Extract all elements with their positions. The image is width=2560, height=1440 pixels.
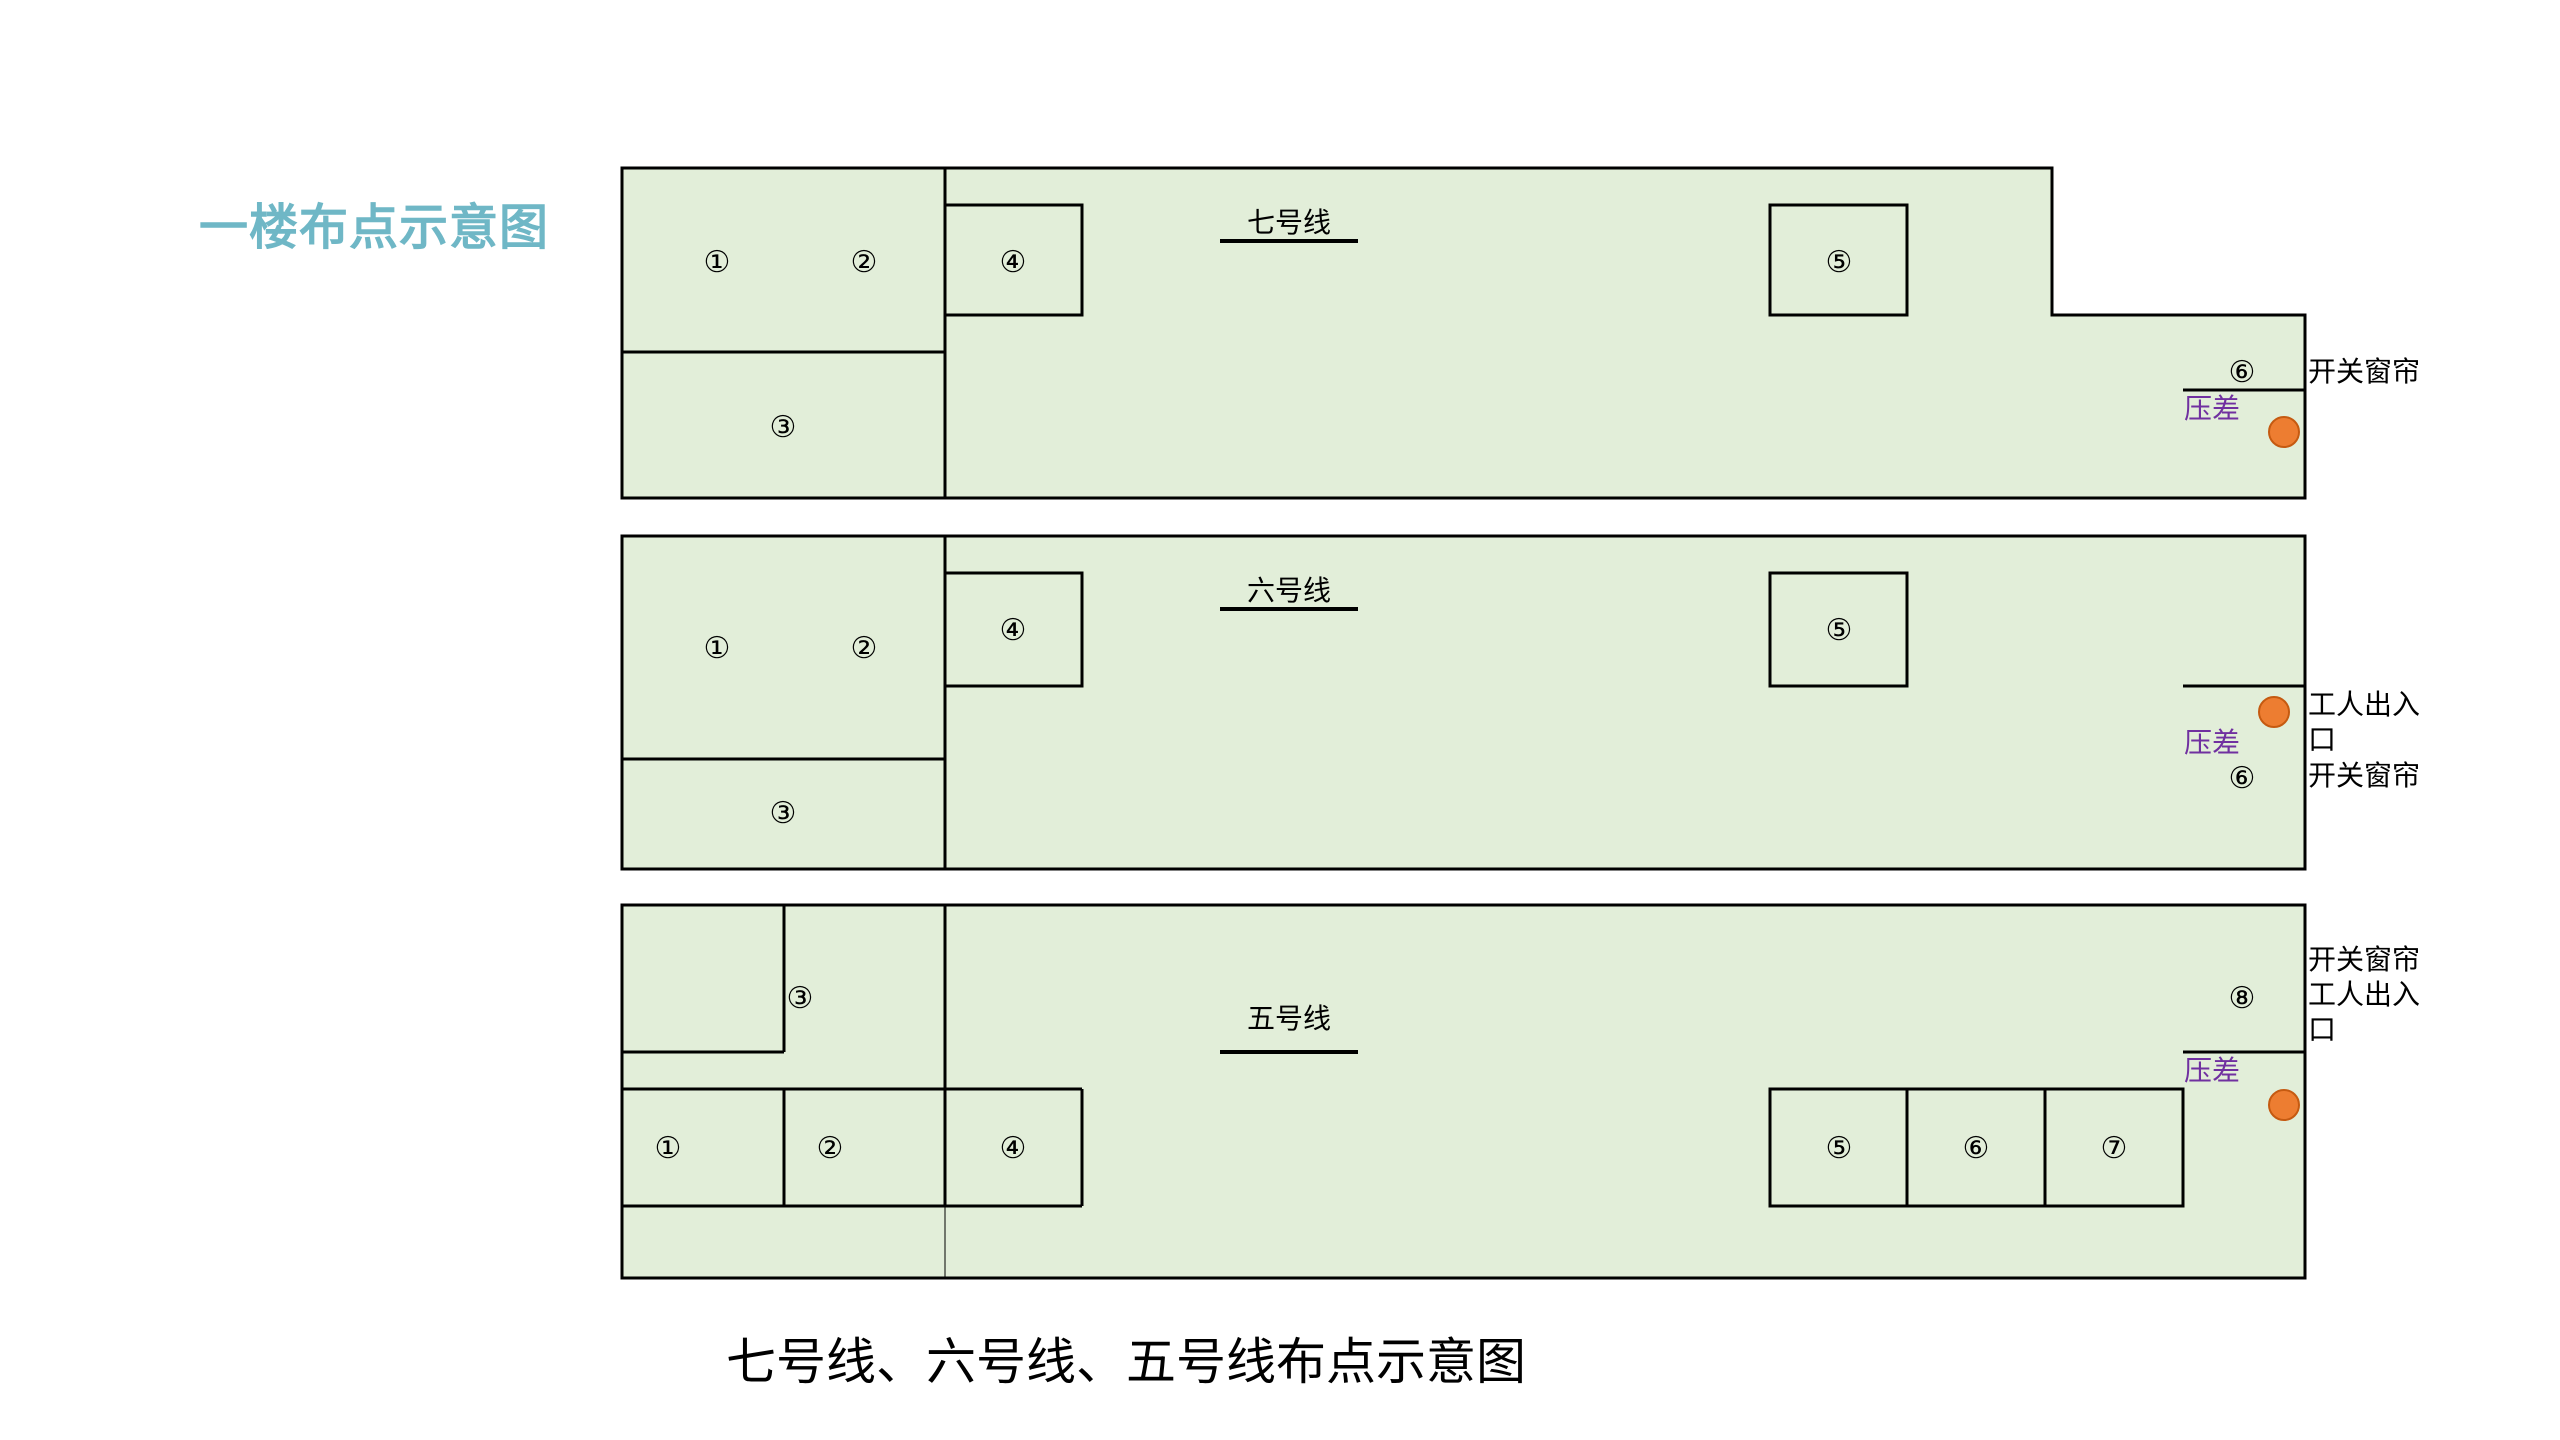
line7-point-5: ⑤ xyxy=(1826,245,1853,280)
line7-name: 七号线 xyxy=(1247,206,1331,239)
line7-point-2: ② xyxy=(851,245,878,280)
line7-point-1: ① xyxy=(704,245,731,280)
line7-pressure-marker xyxy=(2268,416,2300,448)
line5-side-label-2: 工人出入 xyxy=(2308,978,2420,1011)
line5-pressure-label: 压差 xyxy=(2184,1054,2240,1087)
page-title: 一楼布点示意图 xyxy=(199,199,550,256)
line6-point-1: ① xyxy=(704,631,731,666)
line6-room-4 xyxy=(943,571,1084,688)
line7-room-5 xyxy=(1768,203,1909,317)
line7-point-3: ③ xyxy=(770,410,797,445)
line6-side-label-2: 口 xyxy=(2308,723,2336,756)
line6-room-5 xyxy=(1768,571,1909,688)
line6-side-label-1: 工人出入 xyxy=(2308,688,2420,721)
line6-point-6: ⑥ xyxy=(2229,761,2256,796)
line6-point-5: ⑤ xyxy=(1826,613,1853,648)
line5-point-1: ① xyxy=(655,1131,682,1166)
diagram-caption: 七号线、六号线、五号线布点示意图 xyxy=(726,1333,1526,1391)
line7-floor-plan: 七号线 ① ② ③ ④ ⑤ ⑥ 压差 开关窗帘 xyxy=(620,166,2420,500)
line5-point-3: ③ xyxy=(787,981,814,1016)
line7-room-4 xyxy=(943,203,1084,317)
line5-side-label-1: 开关窗帘 xyxy=(2308,943,2420,976)
line7-side-label-1: 开关窗帘 xyxy=(2308,355,2420,388)
line5-side-label-3: 口 xyxy=(2308,1013,2336,1046)
line6-point-3: ③ xyxy=(770,796,797,831)
line5-pressure-marker xyxy=(2268,1089,2300,1121)
line7-point-4: ④ xyxy=(1000,245,1027,280)
line5-floor-plan: 五号线 ① ② ③ ④ ⑤ ⑥ ⑦ ⑧ 压差 开关窗帘 工人出入 口 xyxy=(620,903,2420,1280)
line6-point-4: ④ xyxy=(1000,613,1027,648)
line5-floor-outline xyxy=(620,903,2307,1280)
line5-point-2: ② xyxy=(817,1131,844,1166)
line7-point-6: ⑥ xyxy=(2229,355,2256,390)
line5-point-6: ⑥ xyxy=(1963,1131,1990,1166)
line7-floor-outline xyxy=(620,166,2307,500)
line6-pressure-marker xyxy=(2258,696,2290,728)
line6-side-label-3: 开关窗帘 xyxy=(2308,759,2420,792)
line6-name: 六号线 xyxy=(1247,574,1331,607)
line5-point-5: ⑤ xyxy=(1826,1131,1853,1166)
line6-point-2: ② xyxy=(851,631,878,666)
line6-pressure-label: 压差 xyxy=(2184,726,2240,759)
line6-floor-plan: 六号线 ① ② ③ ④ ⑤ ⑥ 压差 工人出入 口 开关窗帘 xyxy=(620,534,2420,871)
line5-point-8: ⑧ xyxy=(2229,981,2256,1016)
line5-point-7: ⑦ xyxy=(2101,1131,2128,1166)
line5-room-7 xyxy=(2043,1087,2185,1208)
line5-name: 五号线 xyxy=(1247,1002,1331,1035)
line7-pressure-label: 压差 xyxy=(2184,392,2240,425)
line6-floor-outline xyxy=(620,534,2307,871)
line5-point-4: ④ xyxy=(1000,1131,1027,1166)
